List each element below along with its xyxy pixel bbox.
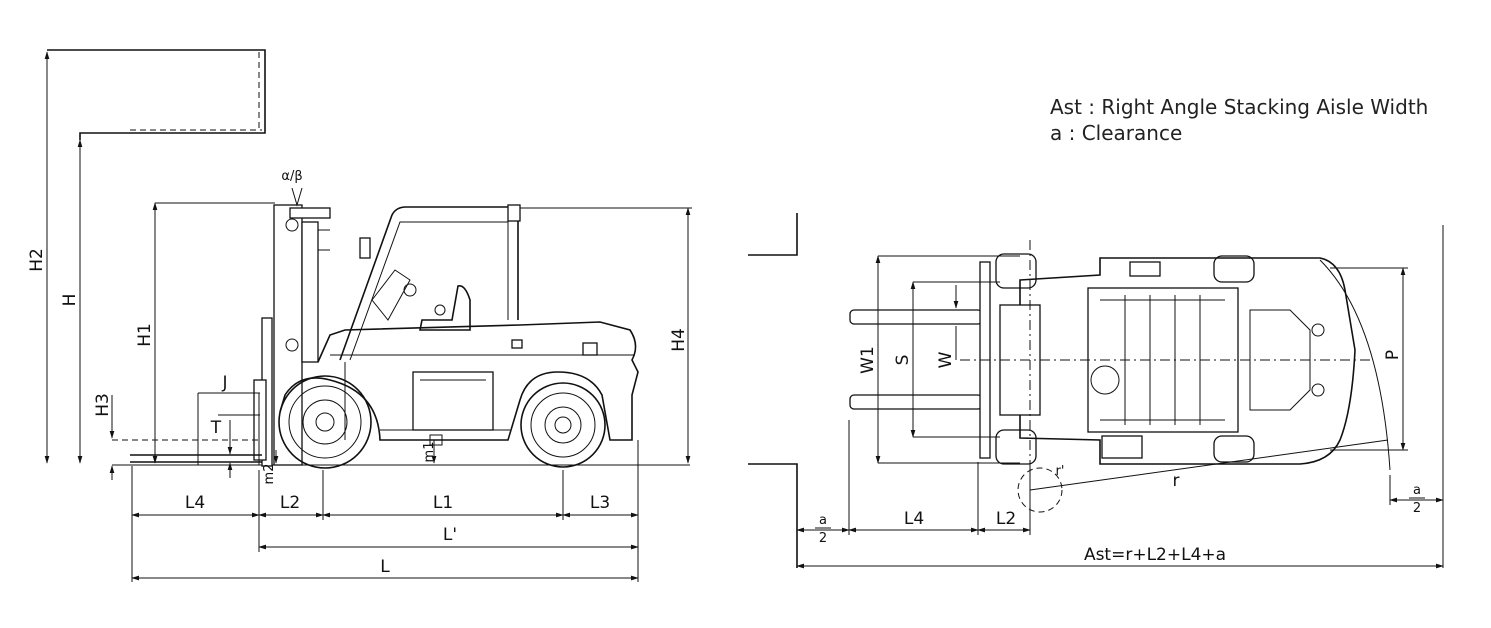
cab-details xyxy=(371,269,471,331)
raised-fork xyxy=(47,49,266,140)
label-w: W xyxy=(936,351,956,368)
aisle-wall-bottom xyxy=(748,463,798,568)
overhead-guard xyxy=(339,204,521,361)
label-alpha-beta: α/β xyxy=(281,169,302,184)
label-top-l2: L2 xyxy=(996,509,1016,529)
turning-radius-arc xyxy=(1319,259,1391,471)
top-a-half-left: a 2 xyxy=(819,513,827,546)
front-wheel xyxy=(278,375,372,469)
side-vertical-dims xyxy=(44,51,692,480)
label-top-l4: L4 xyxy=(904,509,924,529)
label-j: J xyxy=(221,373,227,393)
side-horizontal-dims xyxy=(131,440,639,582)
label-t: T xyxy=(210,418,222,438)
truck-body xyxy=(279,321,639,446)
label-h4: H4 xyxy=(669,328,689,352)
label-m1: m1 xyxy=(422,442,437,463)
label-a-left-den: 2 xyxy=(819,531,827,546)
top-a-half-right: a 2 xyxy=(1413,483,1421,516)
legend-ast: Ast : Right Angle Stacking Aisle Width xyxy=(1050,95,1428,119)
label-h3: H3 xyxy=(93,393,113,417)
label-p: P xyxy=(1383,350,1403,360)
turning-radius-line xyxy=(1029,439,1389,491)
label-ast-formula: Ast=r+L2+L4+a xyxy=(1084,545,1226,565)
mast xyxy=(273,204,331,466)
legend-clearance: a : Clearance xyxy=(1050,121,1182,145)
top-chassis xyxy=(999,257,1356,465)
label-a-left-num: a xyxy=(819,513,827,528)
label-side-l: L xyxy=(380,557,390,577)
side-view: H2 H H1 H3 H4 J T m1 m2 α/β L4 L2 L1 L3 … xyxy=(27,49,692,582)
label-side-l-prime: L' xyxy=(443,525,457,545)
legend: Ast : Right Angle Stacking Aisle Width a… xyxy=(1050,95,1428,145)
label-m2: m2 xyxy=(262,464,277,485)
aisle-wall-top xyxy=(748,213,798,256)
carriage-forks xyxy=(112,317,273,467)
label-h2: H2 xyxy=(27,248,47,272)
label-a-right-num: a xyxy=(1413,483,1421,498)
label-side-l1: L1 xyxy=(433,493,453,513)
top-horizontal-dims xyxy=(796,420,1444,569)
label-r-prime: r' xyxy=(1056,464,1065,479)
label-a-right-den: 2 xyxy=(1413,501,1421,516)
label-r: r xyxy=(1173,471,1180,491)
label-h: H xyxy=(60,294,80,307)
rear-wheel xyxy=(520,382,606,468)
label-s: S xyxy=(893,355,913,366)
top-vertical-dims xyxy=(875,255,1408,464)
label-side-l4: L4 xyxy=(185,493,205,513)
top-view: W1 S W P r r' a 2 a 2 L4 L2 A xyxy=(748,213,1444,569)
label-h1: H1 xyxy=(135,323,155,347)
label-w1: W1 xyxy=(858,346,878,374)
label-side-l3: L3 xyxy=(590,493,610,513)
label-side-l2: L2 xyxy=(280,493,300,513)
